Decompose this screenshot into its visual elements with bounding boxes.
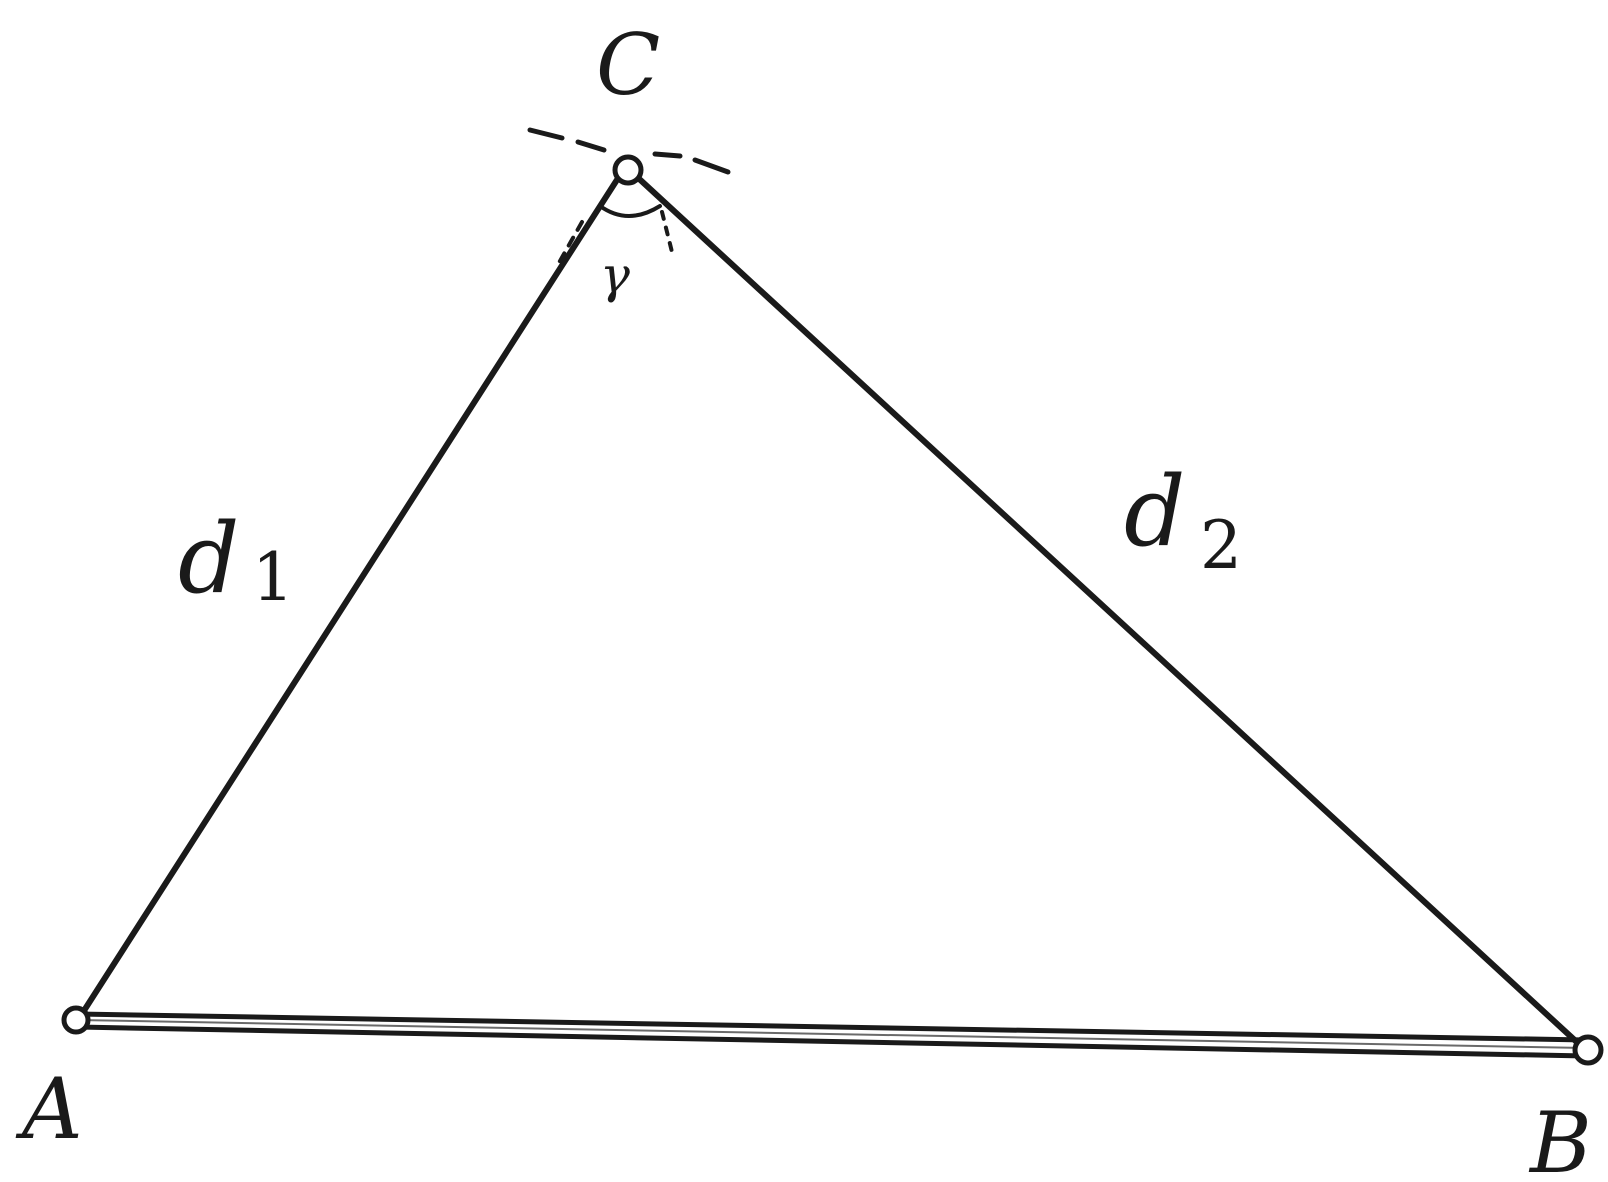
vertex-c-marker: [612, 154, 644, 186]
side-label-d2: d 2: [1124, 456, 1242, 584]
side-label-d2-sub: 2: [1200, 507, 1242, 584]
vertex-b-marker: [1572, 1034, 1604, 1066]
side-label-d1-sub: 1: [252, 539, 294, 616]
vertex-label-b: B: [1528, 1094, 1592, 1182]
side-cb: [633, 173, 1583, 1048]
vertex-a-marker: [61, 1005, 91, 1035]
side-label-d2-main: d: [1124, 456, 1185, 568]
angle-label-gamma: γ: [600, 246, 630, 304]
side-ab: [77, 1011, 1587, 1059]
angle-gamma-arc: [554, 204, 674, 270]
side-ac: [75, 169, 625, 1023]
side-label-d1-main: d: [178, 503, 239, 615]
vertex-label-a: A: [15, 1060, 83, 1158]
vertex-label-c: C: [596, 16, 660, 114]
side-label-d1: d 1: [178, 503, 294, 616]
vertex-c-dash-marks: [527, 127, 731, 175]
